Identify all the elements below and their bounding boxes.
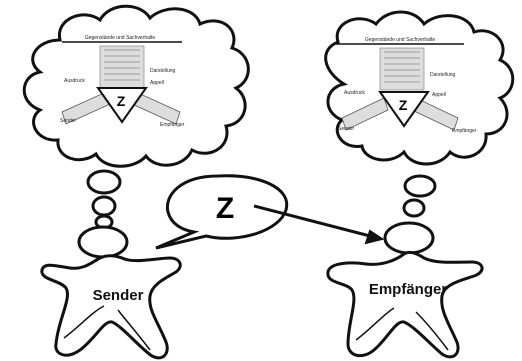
sign-triangle — [378, 91, 430, 128]
appeal-label: Appell — [432, 92, 446, 98]
expression-rays — [341, 97, 389, 131]
sender-label: Sender — [93, 287, 144, 304]
expression-label: Ausdruck — [64, 78, 85, 84]
organon-sign-label: Z — [399, 97, 408, 113]
representation-label: Darstellung — [150, 68, 176, 74]
organon-top-label: Gegenstände und Sachverhalte — [365, 37, 436, 43]
speech-sign-label: Z — [216, 192, 234, 225]
receiver-figure: Empfänger — [326, 221, 484, 359]
speech-bubble: Z — [155, 174, 289, 250]
representation-rays — [379, 47, 425, 91]
expression-label: Ausdruck — [344, 90, 365, 96]
organon-top-label: Gegenstände und Sachverhalte — [85, 35, 156, 41]
receiver-label: Empfänger — [369, 281, 448, 298]
sender-head — [77, 225, 129, 259]
sender-thought-bubbles — [86, 169, 122, 230]
organon-receiver-label: Empfänger — [160, 122, 185, 128]
sender-figure: Sender — [40, 225, 182, 360]
representation-rays — [99, 45, 145, 89]
receiver-head — [383, 221, 435, 255]
organon-sign-label: Z — [117, 93, 126, 109]
transmission-arrow — [253, 204, 385, 245]
sign-triangle — [96, 87, 148, 124]
organon-sender-label: Sender — [338, 126, 354, 132]
organon-sender-label: Sender — [60, 118, 76, 124]
sender-organon-model: Gegenstände und Sachverhalte Darstellung… — [60, 35, 185, 128]
organon-receiver-label: Empfänger — [452, 128, 477, 134]
representation-label: Darstellung — [430, 72, 456, 78]
receiver-organon-model: Gegenstände und Sachverhalte Darstellung… — [336, 37, 477, 134]
receiver-thought-bubbles — [402, 174, 437, 218]
appeal-label: Appell — [150, 80, 164, 86]
